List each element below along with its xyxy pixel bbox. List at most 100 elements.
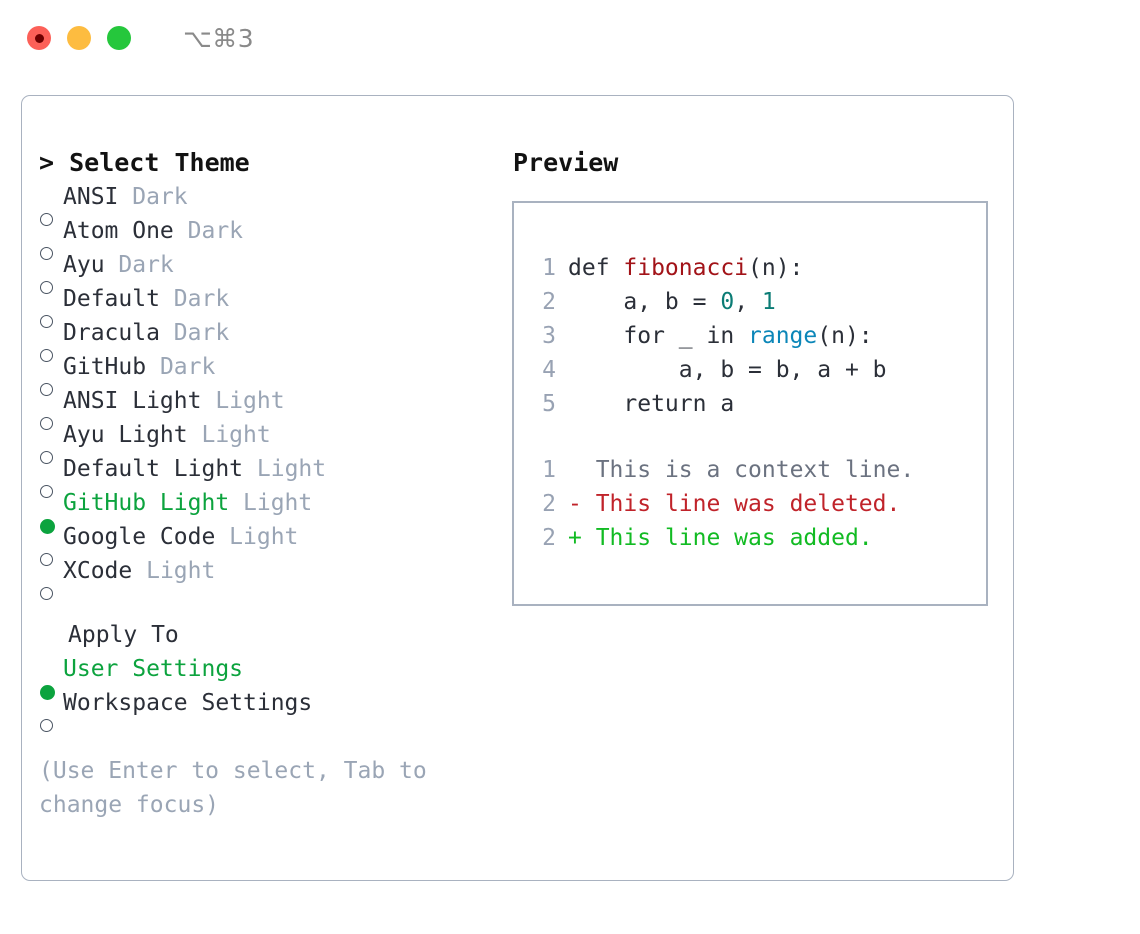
theme-option-label: GitHub Light <box>63 490 244 516</box>
code-token-num: 1 <box>761 289 776 315</box>
radio-mark <box>40 383 53 396</box>
apply-to-option-label: Workspace Settings <box>63 690 313 716</box>
theme-option-label: Google Code <box>63 524 230 550</box>
code-token-plain: a, b = <box>568 289 721 315</box>
theme-option-xcode[interactable]: XCode Light <box>39 554 492 600</box>
code-token-plain: for _ in <box>568 323 749 349</box>
record-dot-icon <box>34 33 44 43</box>
radio-mark <box>40 553 53 566</box>
hint-spacer <box>39 720 492 754</box>
theme-option-badge: Light <box>256 456 327 482</box>
code-token-plain: return a <box>568 391 735 417</box>
radio-mark <box>40 247 53 260</box>
code-diff-spacer <box>528 421 986 453</box>
code-token-plain: , <box>734 289 762 315</box>
theme-option-github-light[interactable]: GitHub Light Light <box>39 486 492 534</box>
apply-to-option-user-settings[interactable]: User Settings <box>39 652 492 700</box>
theme-option-ayu-light[interactable]: Ayu Light Light <box>39 418 492 464</box>
maximize-button[interactable] <box>107 26 131 50</box>
theme-option-badge: Dark <box>132 184 188 210</box>
theme-option-badge: Dark <box>187 218 244 244</box>
theme-option-label: ANSI <box>63 184 133 210</box>
theme-option-badge: Dark <box>173 286 230 312</box>
theme-option-label: Default <box>63 286 174 312</box>
radio-mark <box>40 281 53 294</box>
diff-line-del: 2- This line was deleted. <box>528 487 986 521</box>
apply-to-heading: Apply To <box>68 622 179 648</box>
theme-option-label: ANSI Light <box>63 388 216 414</box>
theme-option-ansi-light[interactable]: ANSI Light Light <box>39 384 492 430</box>
code-token-plain: (n): <box>748 255 804 281</box>
diff-line-number: 2 <box>542 491 556 517</box>
code-line-number: 5 <box>542 391 556 417</box>
radio-mark <box>40 685 55 700</box>
radio-mark <box>40 349 53 362</box>
diff-line-text: This is a context line. <box>581 457 915 483</box>
theme-option-ayu[interactable]: Ayu Dark <box>39 248 492 294</box>
theme-option-github[interactable]: GitHub Dark <box>39 350 492 396</box>
apply-to-option-workspace-settings[interactable]: Workspace Settings <box>39 686 492 732</box>
radio-mark <box>40 485 53 498</box>
code-line: 5 return a <box>528 387 986 421</box>
minimize-button[interactable] <box>67 26 91 50</box>
theme-option-label: XCode <box>63 558 147 584</box>
theme-option-ansi[interactable]: ANSI Dark <box>39 180 492 226</box>
title-bar: ⌥⌘3 <box>0 0 1140 76</box>
code-token-num: 0 <box>720 289 735 315</box>
theme-option-atom-one[interactable]: Atom One Dark <box>39 214 492 260</box>
select-theme-title: > Select Theme <box>39 148 250 177</box>
code-token-plain: a, b = b, a + b <box>568 357 887 383</box>
theme-option-badge: Light <box>215 388 285 414</box>
diff-line-add: 2+ This line was added. <box>528 521 986 555</box>
theme-option-default[interactable]: Default Dark <box>39 282 492 328</box>
code-line: 3 for _ in range(n): <box>528 319 986 353</box>
diff-line-number: 1 <box>542 457 556 483</box>
theme-option-label: Atom One <box>63 218 188 244</box>
code-token-call: range <box>748 323 818 349</box>
code-token-plain: def <box>568 255 624 281</box>
theme-option-badge: Light <box>146 558 216 584</box>
radio-mark <box>40 587 53 600</box>
close-button[interactable] <box>27 26 51 50</box>
diff-line-text: This line was deleted. <box>581 491 901 517</box>
keyboard-shortcut-label: ⌥⌘3 <box>183 23 255 53</box>
theme-option-badge: Dark <box>118 252 174 278</box>
list-spacer <box>39 588 492 618</box>
radio-mark <box>40 451 53 464</box>
theme-option-label: GitHub <box>63 354 160 380</box>
diff-marker: - <box>568 491 582 517</box>
code-line-number: 1 <box>542 255 556 281</box>
code-line-number: 2 <box>542 289 556 315</box>
traffic-lights <box>27 26 131 50</box>
code-line-number: 4 <box>542 357 556 383</box>
code-line-number: 3 <box>542 323 556 349</box>
theme-option-dracula[interactable]: Dracula Dark <box>39 316 492 362</box>
theme-option-google-code[interactable]: Google Code Light <box>39 520 492 566</box>
theme-option-badge: Light <box>243 490 313 516</box>
code-line: 2 a, b = 0, 1 <box>528 285 986 319</box>
code-token-plain: (n): <box>817 323 873 349</box>
theme-option-label: Ayu Light <box>63 422 202 448</box>
keyboard-hint-text: (Use Enter to select, Tab to change focu… <box>39 758 441 818</box>
theme-option-badge: Dark <box>159 354 216 380</box>
apply-to-option-label: User Settings <box>63 656 244 682</box>
diff-marker <box>568 453 582 487</box>
diff-line-ctx: 1 This is a context line. <box>528 453 986 487</box>
theme-option-label: Default Light <box>63 456 257 482</box>
radio-mark <box>40 417 53 430</box>
diff-line-number: 2 <box>542 525 556 551</box>
theme-option-badge: Light <box>229 524 299 550</box>
diff-line-text: This line was added. <box>581 525 873 551</box>
theme-option-default-light[interactable]: Default Light Light <box>39 452 492 498</box>
preview-title: Preview <box>513 148 619 177</box>
theme-option-badge: Light <box>201 422 271 448</box>
theme-option-badge: Dark <box>173 320 230 346</box>
